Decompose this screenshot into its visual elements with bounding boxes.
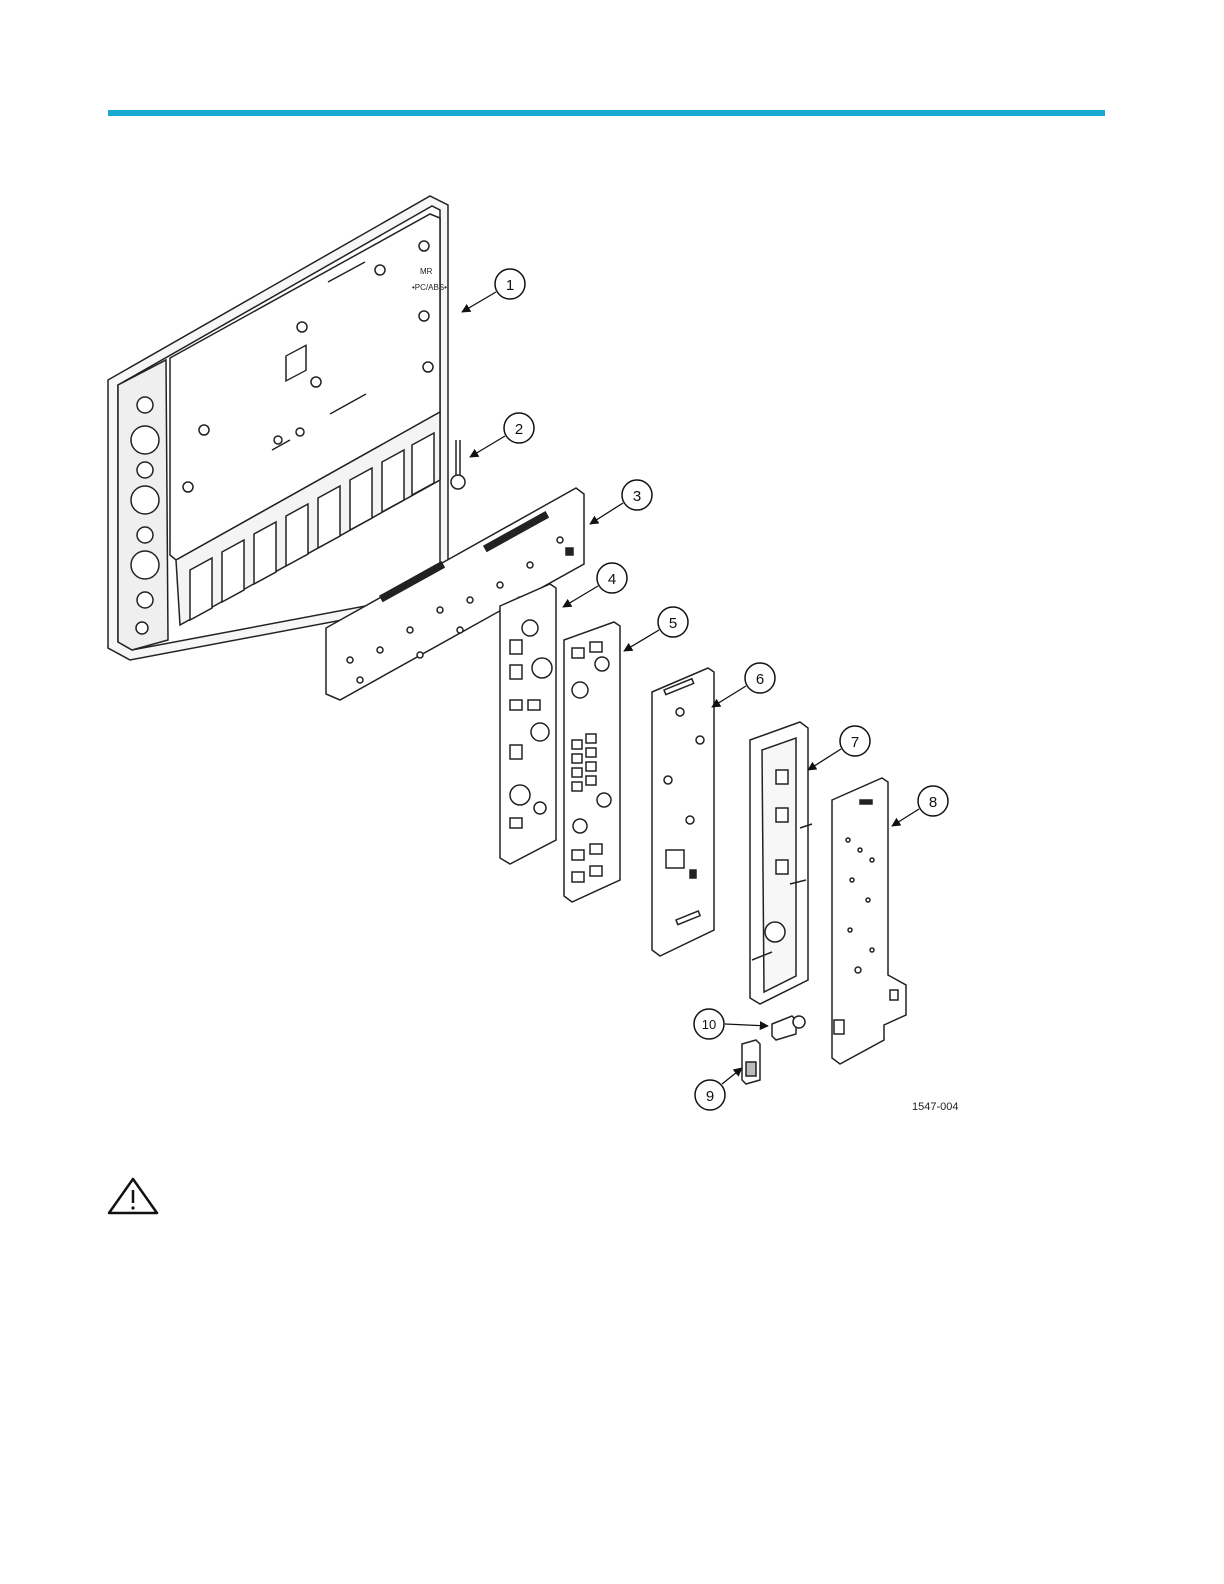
callout-label: 9: [706, 1088, 714, 1105]
part-plate: [652, 668, 714, 956]
panel-label-mr: MR: [420, 267, 433, 276]
figure-id: 1547-004: [912, 1101, 959, 1113]
part-side-board: [832, 778, 906, 1064]
callout-label: 2: [515, 421, 523, 438]
callout-label: 5: [669, 615, 677, 632]
callout-2: 2: [470, 413, 534, 457]
panel-label-material: •PC/ABS•: [412, 283, 447, 292]
callout-label: 10: [702, 1017, 716, 1032]
callout-label: 3: [633, 488, 641, 505]
callout-label: 4: [608, 571, 616, 588]
callout-7: 7: [808, 726, 870, 770]
warning-triangle-icon: [106, 1176, 160, 1216]
part-key-overlay: [564, 622, 620, 902]
callout-label: 1: [506, 277, 514, 294]
callout-5: 5: [624, 607, 688, 651]
part-bracket: [750, 722, 812, 1004]
callout-6: 6: [712, 663, 775, 707]
part-keypad: [500, 584, 556, 864]
callout-10: 10: [694, 1009, 768, 1039]
callout-1: 1: [462, 269, 525, 312]
callout-8: 8: [892, 786, 948, 826]
callout-label: 8: [929, 794, 937, 811]
callout-label: 7: [851, 734, 859, 751]
part-connector: [772, 1016, 805, 1040]
callout-3: 3: [590, 480, 652, 524]
callout-label: 6: [756, 671, 764, 688]
callout-9: 9: [695, 1068, 742, 1110]
part-slider: [742, 1040, 760, 1084]
part-knob-shaft: [451, 440, 465, 489]
